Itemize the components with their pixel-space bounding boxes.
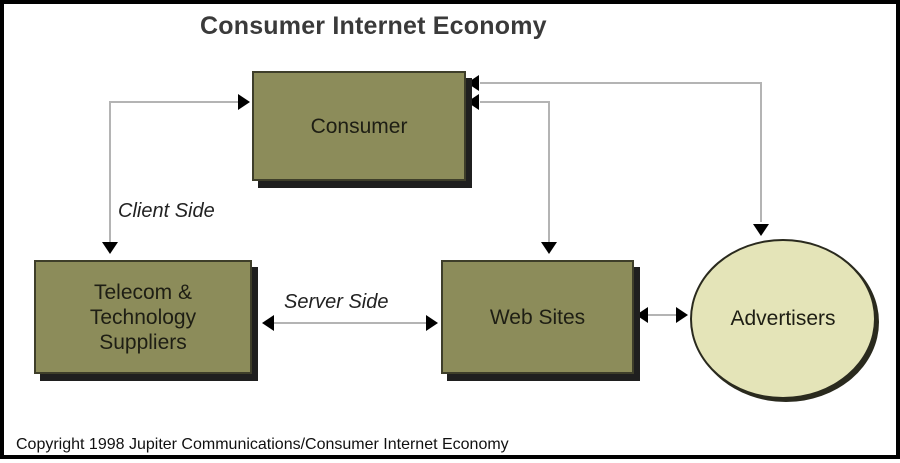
edge-consumer-advertisers — [480, 82, 762, 222]
diagram-title: Consumer Internet Economy — [200, 12, 547, 40]
arrowhead-into-consumer-right-lower — [467, 94, 479, 110]
arrowhead-into-advertisers-top — [753, 224, 769, 236]
node-web-sites-label: Web Sites — [489, 305, 586, 329]
edge-consumer-websites — [480, 101, 550, 242]
node-telecom-technology-suppliers: Telecom & Technology Suppliers — [34, 260, 252, 374]
edge-consumer-telecom — [109, 101, 240, 244]
arrowhead-into-websites-left — [426, 315, 438, 331]
arrowhead-into-telecom-right — [262, 315, 274, 331]
copyright-notice: Copyright 1998 Jupiter Communications/Co… — [16, 436, 509, 453]
node-telecom-label-line-3: Suppliers — [99, 330, 187, 354]
node-consumer: Consumer — [252, 71, 466, 181]
node-telecom-label-line-2: Technology — [89, 305, 197, 329]
node-consumer-label: Consumer — [310, 114, 408, 138]
edge-label-client-side: Client Side — [118, 200, 215, 222]
arrowhead-into-consumer-right-upper — [467, 75, 479, 91]
arrowhead-into-advertisers-left — [676, 307, 688, 323]
arrowhead-into-consumer-left — [238, 94, 250, 110]
node-telecom-label-line-1: Telecom & — [93, 280, 193, 304]
arrowhead-into-websites-top — [541, 242, 557, 254]
node-advertisers-label: Advertisers — [730, 307, 836, 330]
node-web-sites: Web Sites — [441, 260, 634, 374]
arrowhead-into-telecom-top — [102, 242, 118, 254]
edge-label-server-side: Server Side — [284, 291, 389, 313]
node-advertisers: Advertisers — [690, 239, 876, 399]
arrowhead-into-websites-right — [636, 307, 648, 323]
connector-layer — [102, 75, 769, 331]
